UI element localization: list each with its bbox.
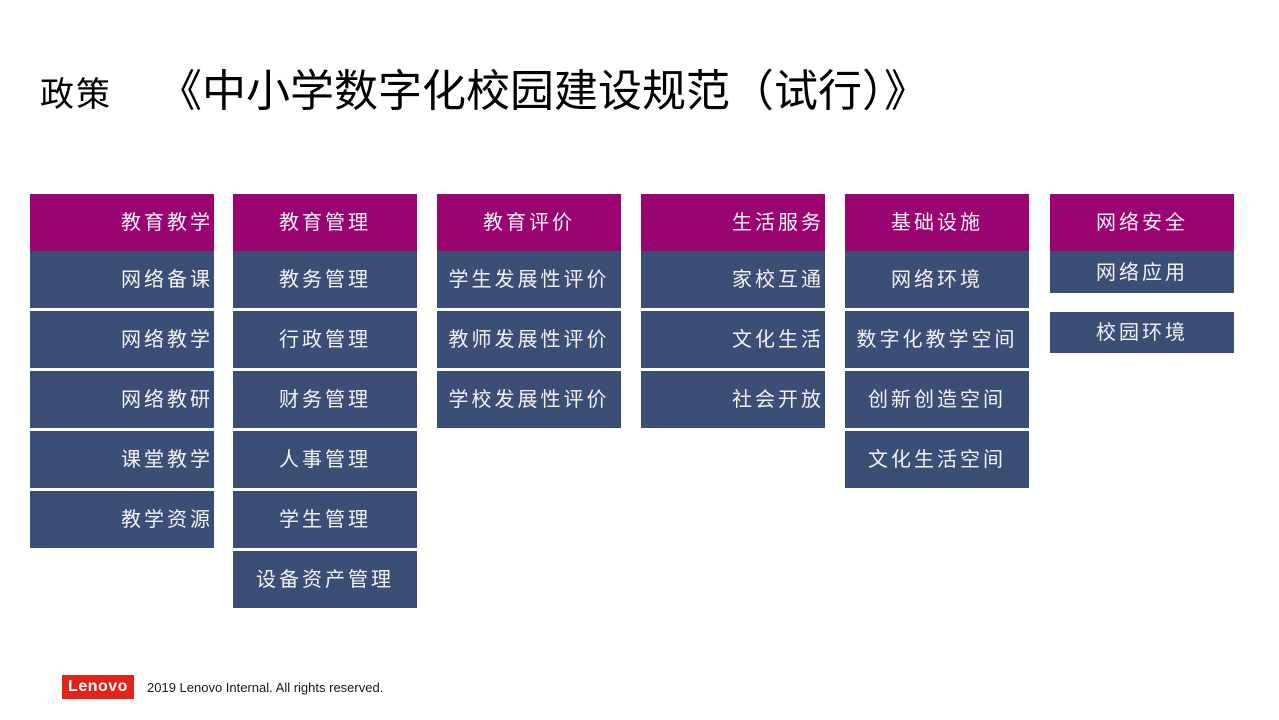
category-item: 数字化教学空间 [845, 311, 1029, 368]
category-item: 教学资源 [30, 491, 214, 548]
page-title: 《中小学数字化校园建设规范（试行）》 [158, 66, 928, 117]
category-item: 行政管理 [233, 311, 417, 368]
category-header: 教育教学 [30, 194, 214, 251]
copyright-text: 2019 Lenovo Internal. All rights reserve… [147, 680, 384, 695]
lenovo-logo: Lenovo [62, 675, 134, 699]
category-item: 财务管理 [233, 371, 417, 428]
category-item: 学校发展性评价 [437, 371, 621, 428]
title-row: 政策 《中小学数字化校园建设规范（试行）》 [40, 70, 928, 114]
category-item: 设备资产管理 [233, 551, 417, 608]
category-header: 网络安全 [1050, 194, 1234, 251]
category-item: 家校互通 [641, 251, 825, 308]
column-life-services: 生活服务 家校互通 文化生活 社会开放 [641, 194, 825, 428]
column-network-security: 网络安全 网络应用 校园环境 [1050, 194, 1234, 353]
column-education-evaluation: 教育评价 学生发展性评价 教师发展性评价 学校发展性评价 [437, 194, 621, 428]
category-header: 基础设施 [845, 194, 1029, 251]
category-item: 学生发展性评价 [437, 251, 621, 308]
category-item: 文化生活 [641, 311, 825, 368]
category-item: 创新创造空间 [845, 371, 1029, 428]
category-header: 教育评价 [437, 194, 621, 251]
category-item: 教师发展性评价 [437, 311, 621, 368]
category-header: 生活服务 [641, 194, 825, 251]
category-item: 网络备课 [30, 251, 214, 308]
category-item: 网络教研 [30, 371, 214, 428]
category-item: 校园环境 [1050, 312, 1234, 353]
title-kicker: 政策 [40, 75, 112, 115]
column-education-management: 教育管理 教务管理 行政管理 财务管理 人事管理 学生管理 设备资产管理 [233, 194, 417, 608]
category-item: 课堂教学 [30, 431, 214, 488]
category-item: 网络环境 [845, 251, 1029, 308]
category-item: 网络应用 [1050, 251, 1234, 293]
column-education-teaching: 教育教学 网络备课 网络教学 网络教研 课堂教学 教学资源 [30, 194, 214, 548]
category-item: 网络教学 [30, 311, 214, 368]
category-item: 学生管理 [233, 491, 417, 548]
category-header: 教育管理 [233, 194, 417, 251]
column-infrastructure: 基础设施 网络环境 数字化教学空间 创新创造空间 文化生活空间 [845, 194, 1029, 488]
category-item: 人事管理 [233, 431, 417, 488]
category-item: 文化生活空间 [845, 431, 1029, 488]
category-item: 社会开放 [641, 371, 825, 428]
category-item: 教务管理 [233, 251, 417, 308]
